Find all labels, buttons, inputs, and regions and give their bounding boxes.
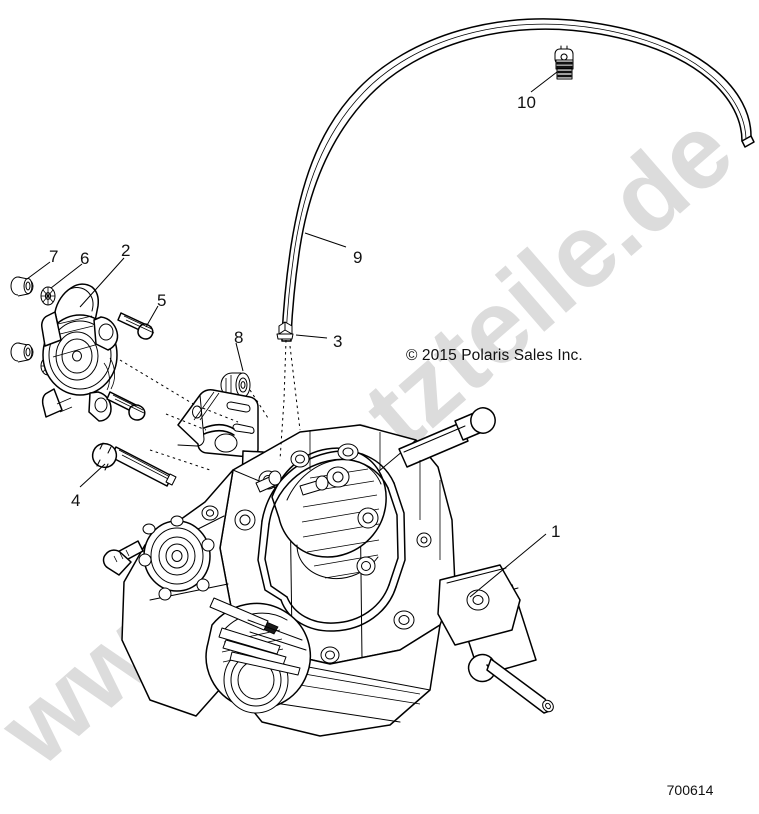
- mounting-bolt-part-4: [91, 442, 177, 487]
- actuator-screw-part-5: [106, 312, 155, 421]
- callout-10[interactable]: 10: [517, 93, 536, 112]
- callout-5[interactable]: 5: [157, 291, 167, 310]
- callout-3[interactable]: 3: [333, 332, 343, 351]
- callout-8[interactable]: 8: [234, 328, 244, 347]
- main-gearcase-assembly-part-1: [102, 407, 554, 737]
- copyright-notice: © 2015 Polaris Sales Inc.: [406, 347, 583, 364]
- vent-hose-part-9: [281, 18, 755, 342]
- callout-1[interactable]: 1: [551, 522, 561, 541]
- callout-2[interactable]: 2: [121, 241, 131, 260]
- actuator-housing-part-2: [41, 283, 119, 422]
- bushing-grommet-part-8: [220, 372, 251, 398]
- cap-nut-part-7: [10, 276, 34, 363]
- callout-6[interactable]: 6: [80, 249, 90, 268]
- callout-7[interactable]: 7: [49, 247, 59, 266]
- callout-9[interactable]: 9: [353, 248, 363, 267]
- hose-connector-clip-part-10: [554, 45, 574, 80]
- flange-nut-part-3: [276, 321, 294, 340]
- callout-4[interactable]: 4: [71, 491, 81, 510]
- leader-lines: [26, 71, 558, 598]
- part-number-label: 700614: [666, 782, 714, 798]
- front-output-shaft: [398, 407, 496, 468]
